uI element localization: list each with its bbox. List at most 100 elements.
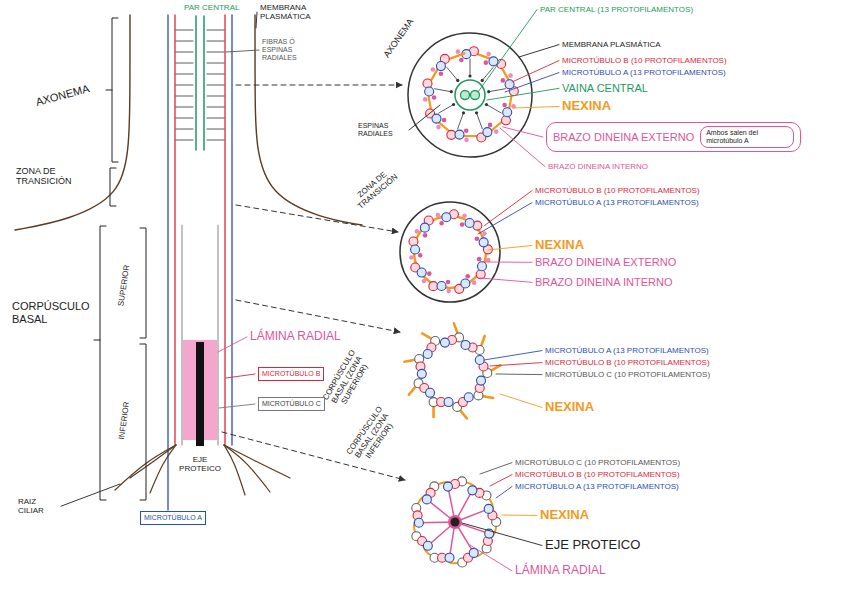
spoke-head xyxy=(487,90,490,93)
radial-spoke xyxy=(439,105,454,114)
spoke-head xyxy=(481,79,484,82)
central-sheath xyxy=(455,80,485,110)
radial-spoke xyxy=(207,140,224,141)
radial-spoke xyxy=(435,89,452,92)
dynein-arm xyxy=(459,58,464,63)
leader-line xyxy=(480,463,512,474)
spoke-head xyxy=(468,74,471,77)
part-label: LÁMINA RADIAL xyxy=(515,564,606,578)
plasma-membrane xyxy=(255,15,362,225)
microtubule-a-tag: MICROTÚBULO A xyxy=(140,511,206,525)
ciliary-root xyxy=(130,445,176,478)
dynein-arm xyxy=(462,214,467,219)
spoke-head xyxy=(485,103,488,106)
dynein-arm xyxy=(431,67,436,72)
central-pair-line xyxy=(203,16,205,150)
radial-spoke xyxy=(458,113,464,129)
leader-line xyxy=(502,515,537,516)
part-label: NEXINA xyxy=(545,400,594,415)
microtubule-a xyxy=(420,223,429,232)
dynein-arm xyxy=(415,229,420,234)
leader-line xyxy=(478,10,537,92)
microtubule-a xyxy=(464,393,473,402)
microtubule-a xyxy=(489,57,498,66)
radial-spoke xyxy=(176,63,193,64)
microtubule-a xyxy=(414,518,423,527)
dynein-arm xyxy=(423,97,428,102)
dynein-arm xyxy=(494,129,499,134)
radial-spoke xyxy=(176,118,193,119)
dynein-arm xyxy=(422,279,427,284)
microtubule-a xyxy=(423,349,432,358)
microtubule-a-line xyxy=(231,15,232,445)
microtubule-a xyxy=(461,340,470,349)
spoke-head xyxy=(462,111,465,114)
dynein-arm xyxy=(446,289,451,294)
leader-line xyxy=(488,245,532,250)
node-label: MICROTÚBULO C xyxy=(262,400,321,408)
radial-spoke xyxy=(207,107,224,108)
nexin-ring xyxy=(414,216,486,288)
microtubule-a xyxy=(477,262,486,271)
note-text: Ambos salen del microtúbulo A xyxy=(700,126,794,148)
microtubule-a xyxy=(475,355,484,364)
radial-lamina-hub xyxy=(448,515,462,529)
microtubule-b xyxy=(476,270,485,279)
radial-spoke xyxy=(176,41,193,42)
nexin-link xyxy=(447,53,464,59)
part-label: LÁMINA RADIAL xyxy=(250,330,341,344)
microtubule-b xyxy=(409,237,418,246)
section-heading: CORPÚSCULO BASAL (ZONA INFERIOR) xyxy=(343,402,401,469)
section-heading: CORPÚSCULO BASAL xyxy=(12,300,94,325)
radial-spoke xyxy=(176,52,193,53)
radial-spoke xyxy=(176,30,193,31)
leader-line xyxy=(484,351,542,360)
microtubule-a xyxy=(422,495,431,504)
microtubule-a xyxy=(444,398,453,407)
radial-spoke xyxy=(207,52,224,53)
spoke-head xyxy=(475,111,478,114)
central-pair-line xyxy=(195,16,197,150)
microtubule-b-tag: MICROTÚBULO B xyxy=(258,367,324,381)
part-label: BRAZO DINEINA EXTERNO xyxy=(535,256,676,269)
radial-spoke xyxy=(207,63,224,64)
dynein-arm xyxy=(482,231,487,236)
bracket xyxy=(140,228,146,338)
bracket xyxy=(106,90,112,91)
part-label: MICROTÚBULO B (10 PROTOFILAMENTOS) xyxy=(545,358,710,367)
dynein-arm xyxy=(501,78,506,83)
part-label: EJE PROTEICO xyxy=(545,538,640,553)
part-label: MICROTÚBULO A (13 PROTOFILAMENTOS) xyxy=(545,346,709,355)
dynein-arm xyxy=(484,60,489,65)
bracket xyxy=(112,18,118,162)
microtubule-a xyxy=(417,369,426,378)
microtubule-a xyxy=(417,268,426,277)
leader-line xyxy=(490,475,512,486)
radial-spoke xyxy=(176,140,193,141)
dynein-arm xyxy=(464,138,469,143)
radial-spoke xyxy=(207,30,224,31)
section-heading: ZONA DE TRANSICIÓN xyxy=(346,162,404,215)
leader-line xyxy=(409,105,440,130)
node-label: MICROTÚBULO B xyxy=(262,370,320,378)
part-label: MICROTÚBULO C (10 PROTOFILAMENTOS) xyxy=(515,458,680,467)
bracket xyxy=(140,344,146,500)
microtubule-a xyxy=(479,238,488,247)
leader-line xyxy=(218,337,247,352)
leader-line xyxy=(478,203,532,234)
leader-line xyxy=(484,191,532,226)
leader-line xyxy=(503,127,543,137)
ciliary-root xyxy=(150,445,176,493)
dynein-arm xyxy=(475,236,480,241)
dynein-arm xyxy=(436,125,441,130)
spoke-head xyxy=(456,79,459,82)
plasma-membrane xyxy=(15,15,130,230)
section-pointer xyxy=(236,205,398,232)
radial-spoke xyxy=(207,74,224,75)
part-label: MICROTÚBULO B (10 PROTOFILAMENTOS) xyxy=(515,470,680,479)
microtubule-a xyxy=(411,245,420,254)
ciliary-root xyxy=(224,445,270,492)
microtubule-c-line xyxy=(217,225,218,445)
